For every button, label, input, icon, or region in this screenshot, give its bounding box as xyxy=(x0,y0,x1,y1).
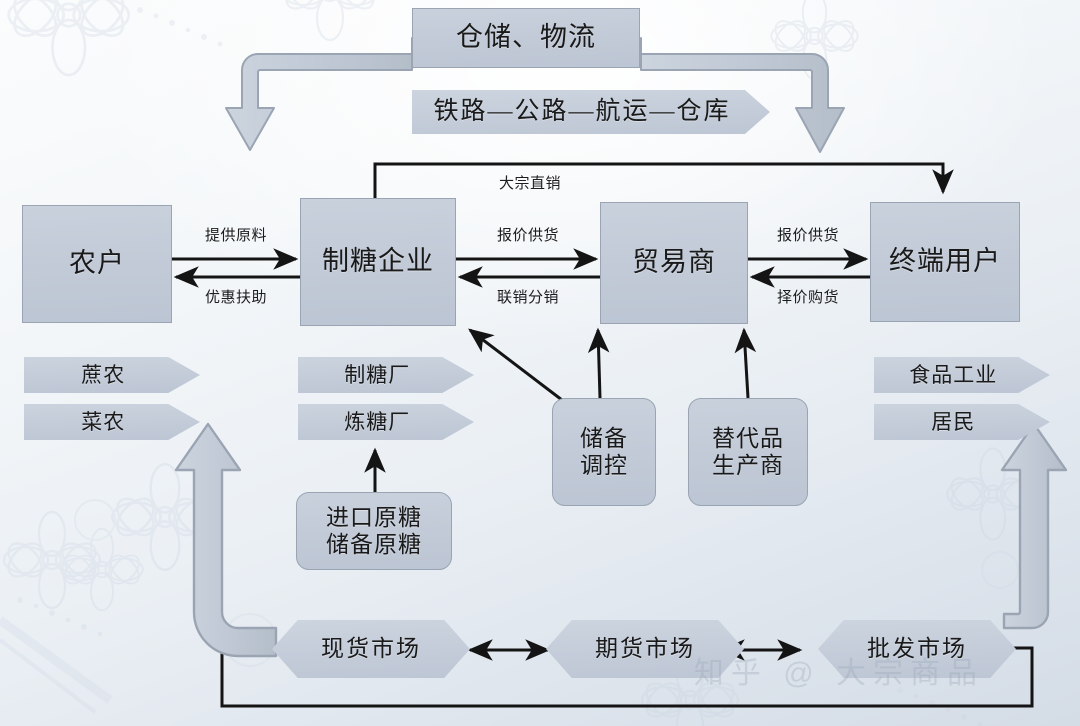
node-wholesale-market-label: 批发市场 xyxy=(867,636,967,662)
edge-reserve-mill xyxy=(468,328,563,402)
label-mill-to-trader: 报价供货 xyxy=(496,228,559,244)
tag-refinery-label: 炼糖厂 xyxy=(344,409,411,434)
node-reserve-control: 储备 调控 xyxy=(552,398,656,506)
node-trader-label: 贸易商 xyxy=(632,247,716,278)
node-farmer: 农户 xyxy=(22,205,172,323)
tag-residents: 居民 xyxy=(874,404,1050,440)
label-trader-to-mill: 联销分销 xyxy=(496,290,559,306)
tag-sugar-factory: 制糖厂 xyxy=(298,357,474,393)
tag-cane-farmer: 蔗农 xyxy=(24,357,200,393)
gray-arrow-top-left xyxy=(225,37,413,151)
label-enduser-to-trader: 择价购货 xyxy=(776,290,839,306)
label-farmer-to-mill: 提供原料 xyxy=(204,228,267,244)
tag-food-industry-label: 食品工业 xyxy=(909,362,998,387)
node-futures-market-label: 期货市场 xyxy=(595,636,695,662)
label-direct-sales: 大宗直销 xyxy=(498,176,561,192)
node-wholesale-market: 批发市场 xyxy=(818,620,1016,678)
logistics-box: 仓储、物流 xyxy=(412,8,640,68)
tag-beet-farmer: 菜农 xyxy=(24,404,200,440)
node-imported-raw-sugar-label: 进口原糖 储备原糖 xyxy=(326,504,422,557)
logistics-banner: 铁路—公路—航运—仓库 xyxy=(412,90,770,134)
node-reserve-control-label: 储备 调控 xyxy=(580,425,628,478)
node-sugar-mill-label: 制糖企业 xyxy=(322,246,434,277)
edge-substitute-trader xyxy=(734,327,757,399)
node-substitute-producer: 替代品 生产商 xyxy=(688,398,808,506)
node-farmer-label: 农户 xyxy=(69,248,125,279)
label-mill-to-farmer: 优惠扶助 xyxy=(204,290,267,306)
logistics-banner-label: 铁路—公路—航运—仓库 xyxy=(433,98,731,126)
edge-farmer-mill xyxy=(172,248,300,288)
tag-food-industry: 食品工业 xyxy=(874,357,1050,393)
node-imported-raw-sugar: 进口原糖 储备原糖 xyxy=(296,492,452,570)
gray-arrow-left-up xyxy=(174,422,278,658)
tag-sugar-factory-label: 制糖厂 xyxy=(344,362,411,387)
node-spot-market: 现货市场 xyxy=(272,620,470,678)
node-substitute-producer-label: 替代品 生产商 xyxy=(712,425,784,478)
watermark: 知乎 @ 大宗商品 xyxy=(693,657,984,690)
node-sugar-mill: 制糖企业 xyxy=(300,198,456,326)
edge-reserve-trader xyxy=(587,327,610,399)
tag-refinery: 炼糖厂 xyxy=(298,404,474,440)
tag-beet-farmer-label: 菜农 xyxy=(81,409,126,434)
node-end-user-label: 终端用户 xyxy=(889,246,1001,277)
tag-cane-farmer-label: 蔗农 xyxy=(81,362,126,387)
tag-residents-label: 居民 xyxy=(931,409,976,434)
node-end-user: 终端用户 xyxy=(870,202,1020,322)
edge-mill-trader xyxy=(456,248,600,288)
node-spot-market-label: 现货市场 xyxy=(321,636,421,662)
edge-trader-enduser xyxy=(748,248,870,288)
gray-arrow-right-up xyxy=(1000,422,1068,630)
node-futures-market: 期货市场 xyxy=(546,620,744,678)
label-trader-to-enduser: 报价供货 xyxy=(776,228,839,244)
edge-direct-sales xyxy=(373,162,954,205)
logistics-box-label: 仓储、物流 xyxy=(456,22,596,53)
node-trader: 贸易商 xyxy=(600,202,748,324)
